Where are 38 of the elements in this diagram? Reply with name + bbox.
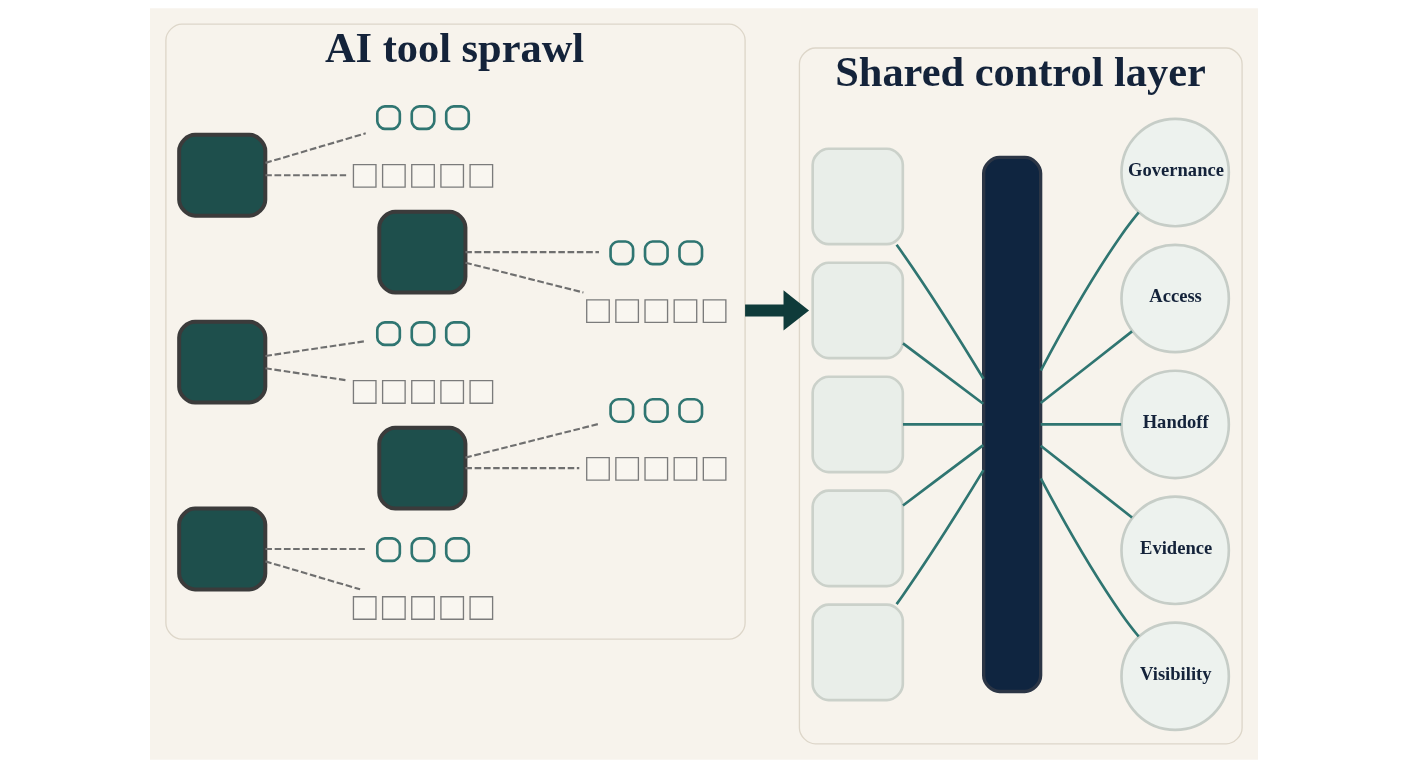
node-box bbox=[377, 425, 468, 511]
node-box bbox=[811, 261, 905, 360]
connector bbox=[265, 367, 347, 382]
connector bbox=[902, 444, 985, 507]
node-circle: Access bbox=[1120, 243, 1231, 354]
connector bbox=[465, 251, 599, 254]
connector bbox=[465, 422, 600, 459]
node-bar bbox=[982, 155, 1043, 694]
connector bbox=[1040, 423, 1122, 426]
node-circle: Evidence bbox=[1120, 495, 1231, 606]
cluster: AI tool sprawl bbox=[165, 23, 746, 640]
connector bbox=[902, 342, 985, 405]
connector bbox=[1039, 444, 1133, 519]
connector bbox=[1039, 330, 1133, 405]
node-box bbox=[811, 375, 905, 474]
connector bbox=[895, 243, 985, 380]
connector bbox=[465, 261, 584, 294]
connector bbox=[1039, 211, 1140, 372]
arrow bbox=[745, 290, 810, 331]
node-box bbox=[811, 489, 905, 588]
connector bbox=[895, 469, 985, 605]
connector bbox=[265, 560, 361, 591]
node-circle: Visibility bbox=[1120, 621, 1231, 732]
node-box bbox=[177, 132, 268, 218]
connector bbox=[265, 132, 367, 164]
node-box bbox=[177, 319, 268, 405]
node-box bbox=[811, 603, 905, 702]
connector bbox=[465, 467, 580, 470]
connector bbox=[265, 174, 347, 177]
connector bbox=[902, 423, 984, 426]
node-circle: Handoff bbox=[1120, 369, 1231, 480]
connector bbox=[265, 547, 366, 551]
node-circle: Governance bbox=[1120, 117, 1231, 228]
node-box bbox=[377, 209, 468, 295]
node-box bbox=[811, 147, 905, 246]
connector bbox=[265, 340, 366, 357]
connector bbox=[1039, 477, 1140, 638]
node-box bbox=[177, 506, 268, 592]
